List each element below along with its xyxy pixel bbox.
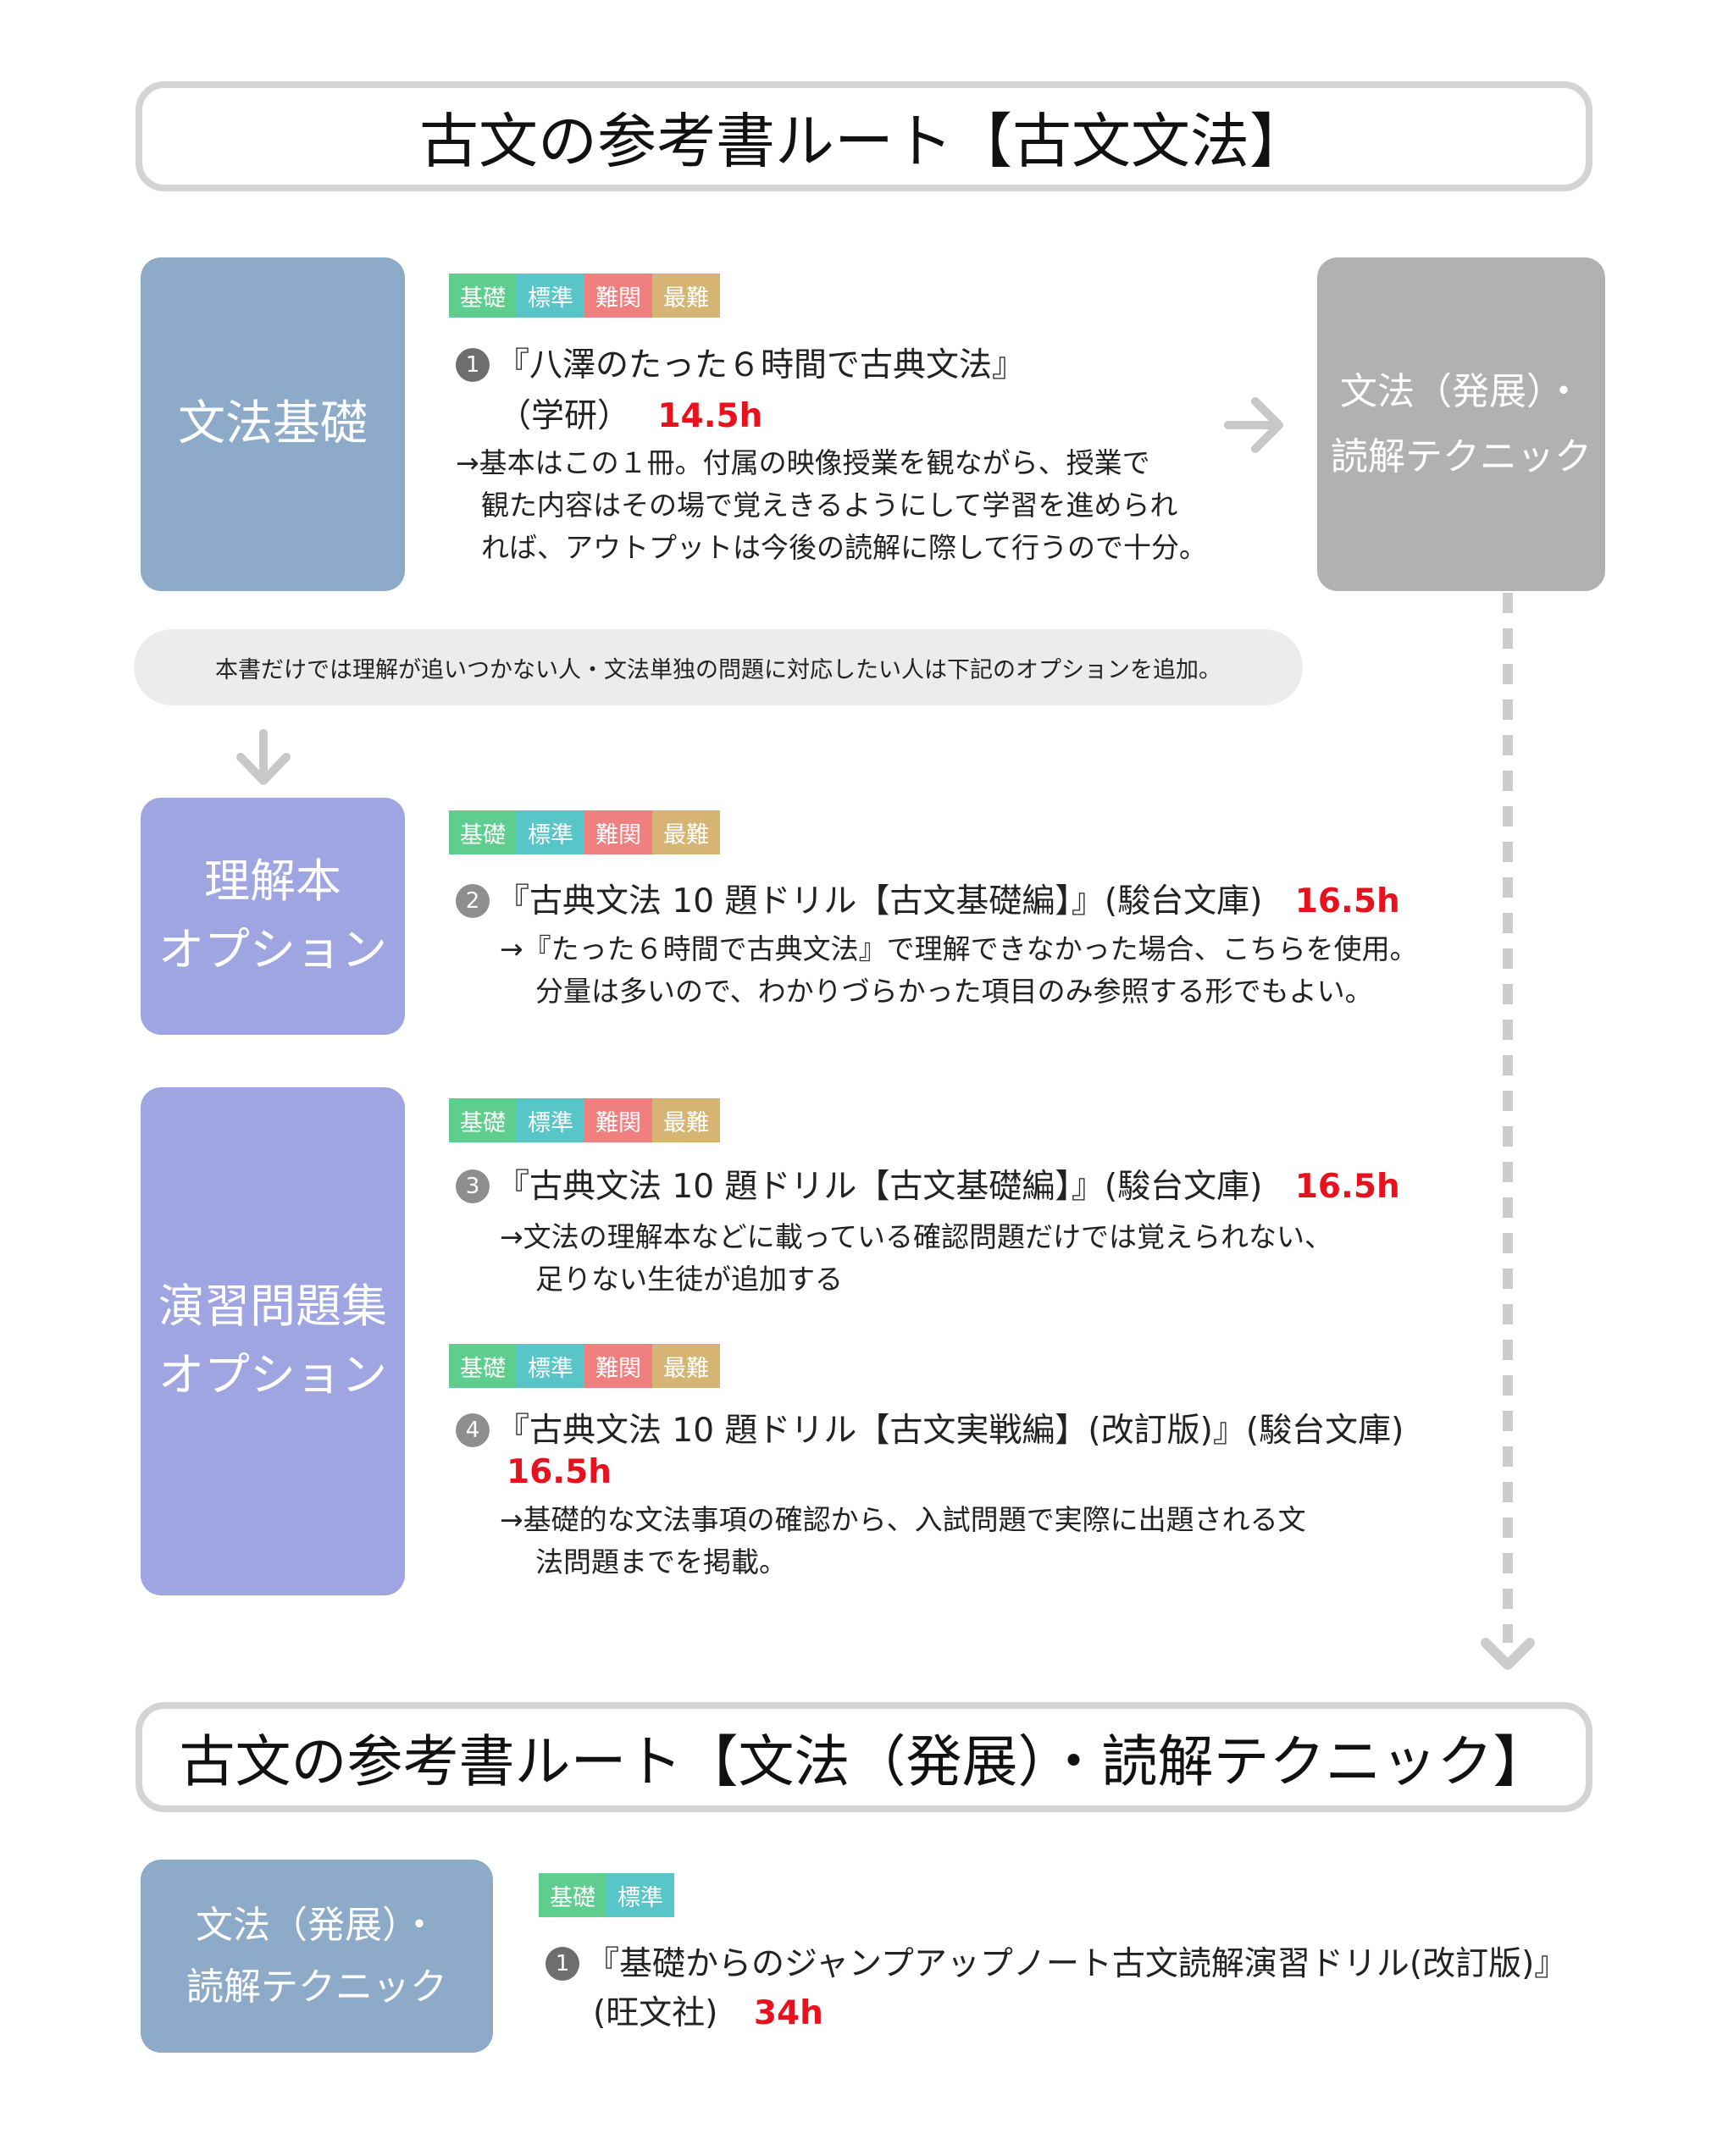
block-rikai-option: 理解本 オプション: [141, 798, 405, 1035]
block-label-line1: 文法（発展）・: [196, 1903, 438, 1947]
desc-line: れば、アウトプットは今後の読解に際して行うので十分。: [481, 531, 1208, 564]
book-title-text: 『八澤のたった６時間で古典文法』: [496, 346, 1026, 384]
book-number: 2: [456, 883, 490, 918]
page-title-text: 古文の参考書ルート【古文文法】: [419, 106, 1309, 176]
level-tags: 基礎 標準 難関 最難: [449, 1344, 720, 1388]
tag-nankan: 難関: [584, 274, 652, 318]
book-hours: 16.5h: [507, 1453, 612, 1491]
tag-nankan: 難関: [584, 810, 652, 854]
block-label-line2: 読解テクニック: [1331, 435, 1592, 478]
book-publisher: (旺文社): [593, 1994, 718, 2032]
page-title: 古文の参考書ルート【古文文法】: [136, 81, 1592, 191]
desc-line: →『たった６時間で古典文法』で理解できなかった場合、こちらを使用。: [500, 932, 1418, 965]
block-label-line2: オプション: [158, 1348, 387, 1401]
tag-hyojun: 標準: [517, 274, 584, 318]
tag-kiso: 基礎: [449, 274, 517, 318]
tag-sainan: 最難: [652, 274, 720, 318]
block-label-line2: 読解テクニック: [186, 1965, 447, 2009]
block-bunpo-kiso: 文法基礎: [141, 257, 405, 591]
book-publisher: （学研）: [498, 397, 631, 435]
arrow-right-icon: [1224, 397, 1283, 453]
tag-sainan: 最難: [652, 810, 720, 854]
book-1-publisher-line: （学研） 14.5h: [498, 390, 762, 437]
tag-sainan: 最難: [652, 1344, 720, 1388]
book-3-desc: →文法の理解本などに載っている確認問題だけでは覚えられない、 足りない生徒が追加…: [500, 1216, 1332, 1301]
desc-line: →基本はこの１冊。付属の映像授業を観ながら、授業で: [456, 446, 1150, 479]
book-number: 1: [546, 1946, 579, 1981]
desc-line: 観た内容はその場で覚えきるようにして学習を進められ: [481, 489, 1178, 522]
desc-line: →基礎的な文法事項の確認から、入試問題で実際に出題される文: [500, 1503, 1306, 1536]
book-title-text: 『古典文法 10 題ドリル【古文基礎編】』(駿台文庫): [496, 882, 1263, 920]
tag-kiso: 基礎: [449, 1098, 517, 1142]
book-title-text: 『古典文法 10 題ドリル【古文実戦編】(改訂版)』(駿台文庫): [496, 1412, 1404, 1450]
book-hours: 34h: [753, 1994, 823, 2032]
tag-nankan: 難関: [584, 1344, 652, 1388]
book-number: 3: [456, 1169, 490, 1203]
tag-sainan: 最難: [652, 1098, 720, 1142]
book-hours: 16.5h: [1294, 1168, 1400, 1206]
book-number: 1: [456, 347, 490, 382]
tag-hyojun: 標準: [517, 1098, 584, 1142]
level-tags: 基礎 標準: [539, 1873, 674, 1917]
dashed-connector-icon: [1481, 593, 1535, 1670]
book-4-title: 4『古典文法 10 題ドリル【古文実戦編】(改訂版)』(駿台文庫): [456, 1404, 1404, 1451]
tag-kiso: 基礎: [449, 1344, 517, 1388]
tag-nankan: 難関: [584, 1098, 652, 1142]
book-3-title: 3『古典文法 10 題ドリル【古文基礎編】』(駿台文庫) 16.5h: [456, 1160, 1400, 1208]
level-tags: 基礎 標準 難関 最難: [449, 810, 720, 854]
book-2-title: 2『古典文法 10 題ドリル【古文基礎編】』(駿台文庫) 16.5h: [456, 875, 1400, 922]
tag-hyojun: 標準: [517, 1344, 584, 1388]
block-hatten-dokkai: 文法（発展）・ 読解テクニック: [1317, 257, 1605, 591]
book-hours: 14.5h: [657, 397, 763, 435]
block-label-line2: オプション: [158, 923, 387, 976]
desc-line: 足りない生徒が追加する: [535, 1263, 843, 1296]
book-4-hours-line: 16.5h: [507, 1453, 612, 1491]
note-banner: 本書だけでは理解が追いつかない人・文法単独の問題に対応したい人は下記のオプション…: [134, 629, 1303, 705]
tag-hyojun: 標準: [517, 810, 584, 854]
tag-kiso: 基礎: [539, 1873, 606, 1917]
section-title: 古文の参考書ルート【文法（発展）・読解テクニック】: [136, 1702, 1592, 1812]
book-5-title: 1『基礎からのジャンプアップノート古文読解演習ドリル(改訂版)』: [546, 1938, 1567, 1985]
book-1-desc: →基本はこの１冊。付属の映像授業を観ながら、授業で 観た内容はその場で覚えきるよ…: [456, 442, 1207, 569]
block-label: 文法基礎: [178, 396, 368, 452]
tag-hyojun: 標準: [606, 1873, 674, 1917]
tag-kiso: 基礎: [449, 810, 517, 854]
desc-line: →文法の理解本などに載っている確認問題だけでは覚えられない、: [500, 1220, 1333, 1253]
section-title-text: 古文の参考書ルート【文法（発展）・読解テクニック】: [179, 1729, 1549, 1794]
arrow-down-icon: [236, 729, 291, 785]
note-text: 本書だけでは理解が追いつかない人・文法単独の問題に対応したい人は下記のオプション…: [215, 656, 1221, 683]
book-4-desc: →基礎的な文法事項の確認から、入試問題で実際に出題される文 法問題までを掲載。: [500, 1499, 1306, 1584]
level-tags: 基礎 標準 難関 最難: [449, 1098, 720, 1142]
book-2-desc: →『たった６時間で古典文法』で理解できなかった場合、こちらを使用。 分量は多いの…: [500, 928, 1418, 1013]
level-tags: 基礎 標準 難関 最難: [449, 274, 720, 318]
book-1-title: 1『八澤のたった６時間で古典文法』: [456, 339, 1025, 386]
book-title-text: 『基礎からのジャンプアップノート古文読解演習ドリル(改訂版)』: [586, 1945, 1568, 1983]
block-label-line1: 文法（発展）・: [1340, 369, 1582, 413]
book-hours: 16.5h: [1294, 882, 1400, 920]
book-5-publisher-line: (旺文社) 34h: [593, 1987, 823, 2034]
book-number: 4: [456, 1412, 490, 1447]
book-title-text: 『古典文法 10 題ドリル【古文基礎編】』(駿台文庫): [496, 1168, 1263, 1206]
block-hatten-dokkai-bottom: 文法（発展）・ 読解テクニック: [141, 1860, 493, 2053]
block-label-line1: 理解本: [204, 854, 341, 909]
block-enshu-option: 演習問題集 オプション: [141, 1087, 405, 1595]
block-label-line1: 演習問題集: [158, 1280, 387, 1334]
desc-line: 法問題までを掲載。: [535, 1545, 787, 1578]
desc-line: 分量は多いので、わかりづらかった項目のみ参照する形でもよい。: [535, 975, 1373, 1008]
